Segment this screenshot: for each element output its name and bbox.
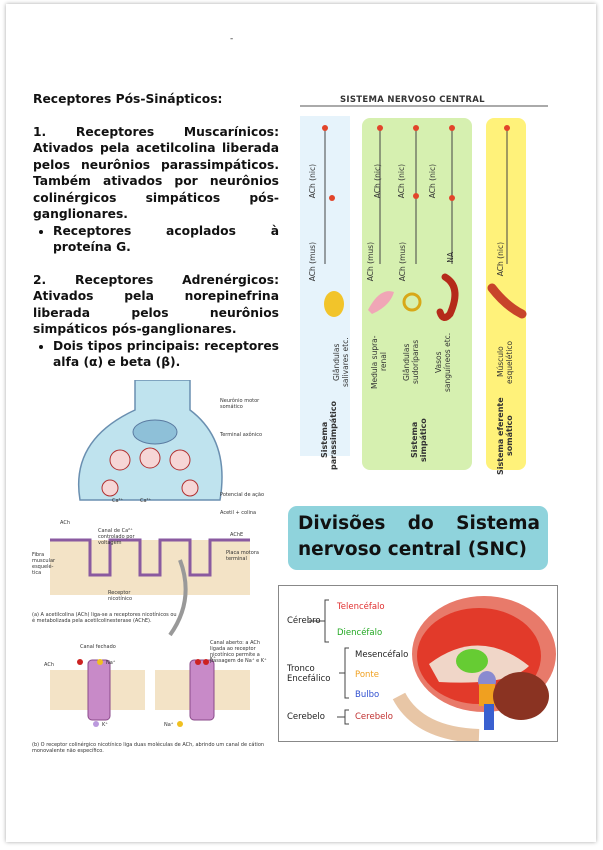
label-ca-channel: Canal de Ca²⁺ controlado por voltagem	[98, 528, 135, 546]
label-ach: ACh	[60, 520, 70, 526]
system-somatic: Sistema eferente somático	[496, 397, 514, 475]
part-cerebelo: Cerebelo	[355, 712, 393, 722]
label-axon-terminal: Terminal axônico	[220, 432, 263, 438]
top-label-1: ACh (nic)	[308, 164, 317, 199]
group-tronco: Tronco Encefálico	[287, 664, 331, 684]
adrenergic-paragraph: 2. Receptores Adrenérgicos: Ativados pel…	[33, 272, 279, 337]
muscarinic-list: Receptores acoplados à proteína G.	[33, 223, 279, 256]
adrenergic-list: Dois tipos principais: receptores alfa (…	[33, 338, 279, 371]
system-parasympathetic: Sistema parassimpático	[320, 401, 338, 470]
muscarinic-bullet: Receptores acoplados à proteína G.	[53, 223, 279, 256]
ion-label-5: Na⁺	[164, 722, 174, 728]
banner-line-2: nervoso central (SNC)	[298, 539, 527, 560]
synapse-figure: Neurônio motor somático Terminal axônico…	[30, 380, 270, 760]
bottom-label-5: ACh (nic)	[496, 242, 505, 277]
banner-word-1: Divisões	[298, 513, 386, 534]
label-closed-channel: Canal fechado	[80, 644, 116, 650]
part-ponte: Ponte	[355, 670, 379, 680]
part-diencefalo: Diencéfalo	[337, 628, 383, 638]
organ-label-salivary: Glândulas salivares etc.	[332, 337, 350, 387]
bottom-label-2: ACh (mus)	[366, 242, 375, 282]
organ-label-vessels: Vasos sanguíneos etc.	[434, 332, 452, 392]
organ-label-muscle: Músculo esquelético	[496, 340, 514, 384]
label-ache: AChE	[230, 532, 244, 538]
label-muscle-fiber: Fibra muscular esquelé-tica	[32, 552, 56, 576]
organ-label-sweat: Glândulas sudoríparas	[402, 339, 420, 385]
brain-diagram: Cérebro Tronco Encefálico Cerebelo Telen…	[278, 585, 558, 742]
label-nicotinic-receptor: Receptor nicotínico	[108, 590, 133, 602]
brain-graphics	[309, 596, 556, 741]
top-label-3: ACh (nic)	[397, 164, 406, 199]
ion-label-2: Na⁺	[106, 660, 116, 666]
group-cerebro: Cérebro	[287, 616, 321, 626]
top-label-4: ACh (nic)	[428, 164, 437, 199]
label-ca-1: Ca²⁺	[112, 498, 124, 504]
part-telencefalo: Telencéfalo	[337, 602, 385, 612]
part-bulbo: Bulbo	[355, 690, 380, 700]
bottom-label-4: NA	[446, 252, 455, 263]
label-ca-2: Ca²⁺	[140, 498, 152, 504]
ion-label-1: ACh	[44, 662, 54, 668]
label-action-potential: Potencial de ação	[220, 492, 265, 498]
synapse-graphics	[50, 380, 250, 727]
banner-line-1: Divisões do Sistema	[298, 513, 540, 534]
label-acetyl-choline: Acetil + colina	[220, 510, 257, 516]
group-cerebelo: Cerebelo	[287, 712, 325, 722]
muscarinic-paragraph: 1. Receptores Muscarínicos: Ativados pel…	[33, 124, 279, 222]
snc-diagram: SISTEMA NERVOSO CENTRAL ACh (nic) ACh (n…	[300, 92, 548, 482]
banner-word-3: Sistema	[456, 513, 540, 534]
snc-diagram-graphics	[300, 105, 548, 470]
page-marker: -	[230, 34, 234, 44]
caption-a: (a) A acetilcolina (ACh) liga-se a recep…	[32, 612, 177, 624]
ion-label-3: K⁺	[102, 722, 108, 728]
part-mesencefalo: Mesencéfalo	[355, 650, 409, 660]
ion-label-4: K⁺	[210, 656, 216, 662]
system-sympathetic: Sistema simpático	[410, 418, 428, 462]
label-motor-neuron: Neurônio motor somático	[220, 398, 260, 410]
bottom-label-1: ACh (mus)	[308, 242, 317, 282]
divisions-banner: Divisões do Sistema nervoso central (SNC…	[288, 506, 548, 570]
organ-label-adrenal: Medula supra-renal	[370, 335, 388, 389]
bottom-label-3: ACh (mus)	[398, 242, 407, 282]
top-label-2: ACh (nic)	[373, 164, 382, 199]
caption-b: (b) O receptor colinérgico nicotínico li…	[32, 742, 265, 754]
section-title: Receptores Pós-Sinápticos:	[33, 92, 223, 106]
adrenergic-bullet: Dois tipos principais: receptores alfa (…	[53, 338, 279, 371]
label-open-channel: Canal aberto: a ACh ligada ao receptor n…	[210, 640, 267, 664]
receptors-text: Receptores Pós-Sinápticos: 1. Receptores…	[33, 91, 279, 371]
snc-header: SISTEMA NERVOSO CENTRAL	[340, 95, 485, 105]
label-motor-plate: Placa motora terminal	[226, 550, 259, 562]
banner-word-2: do	[407, 513, 434, 534]
